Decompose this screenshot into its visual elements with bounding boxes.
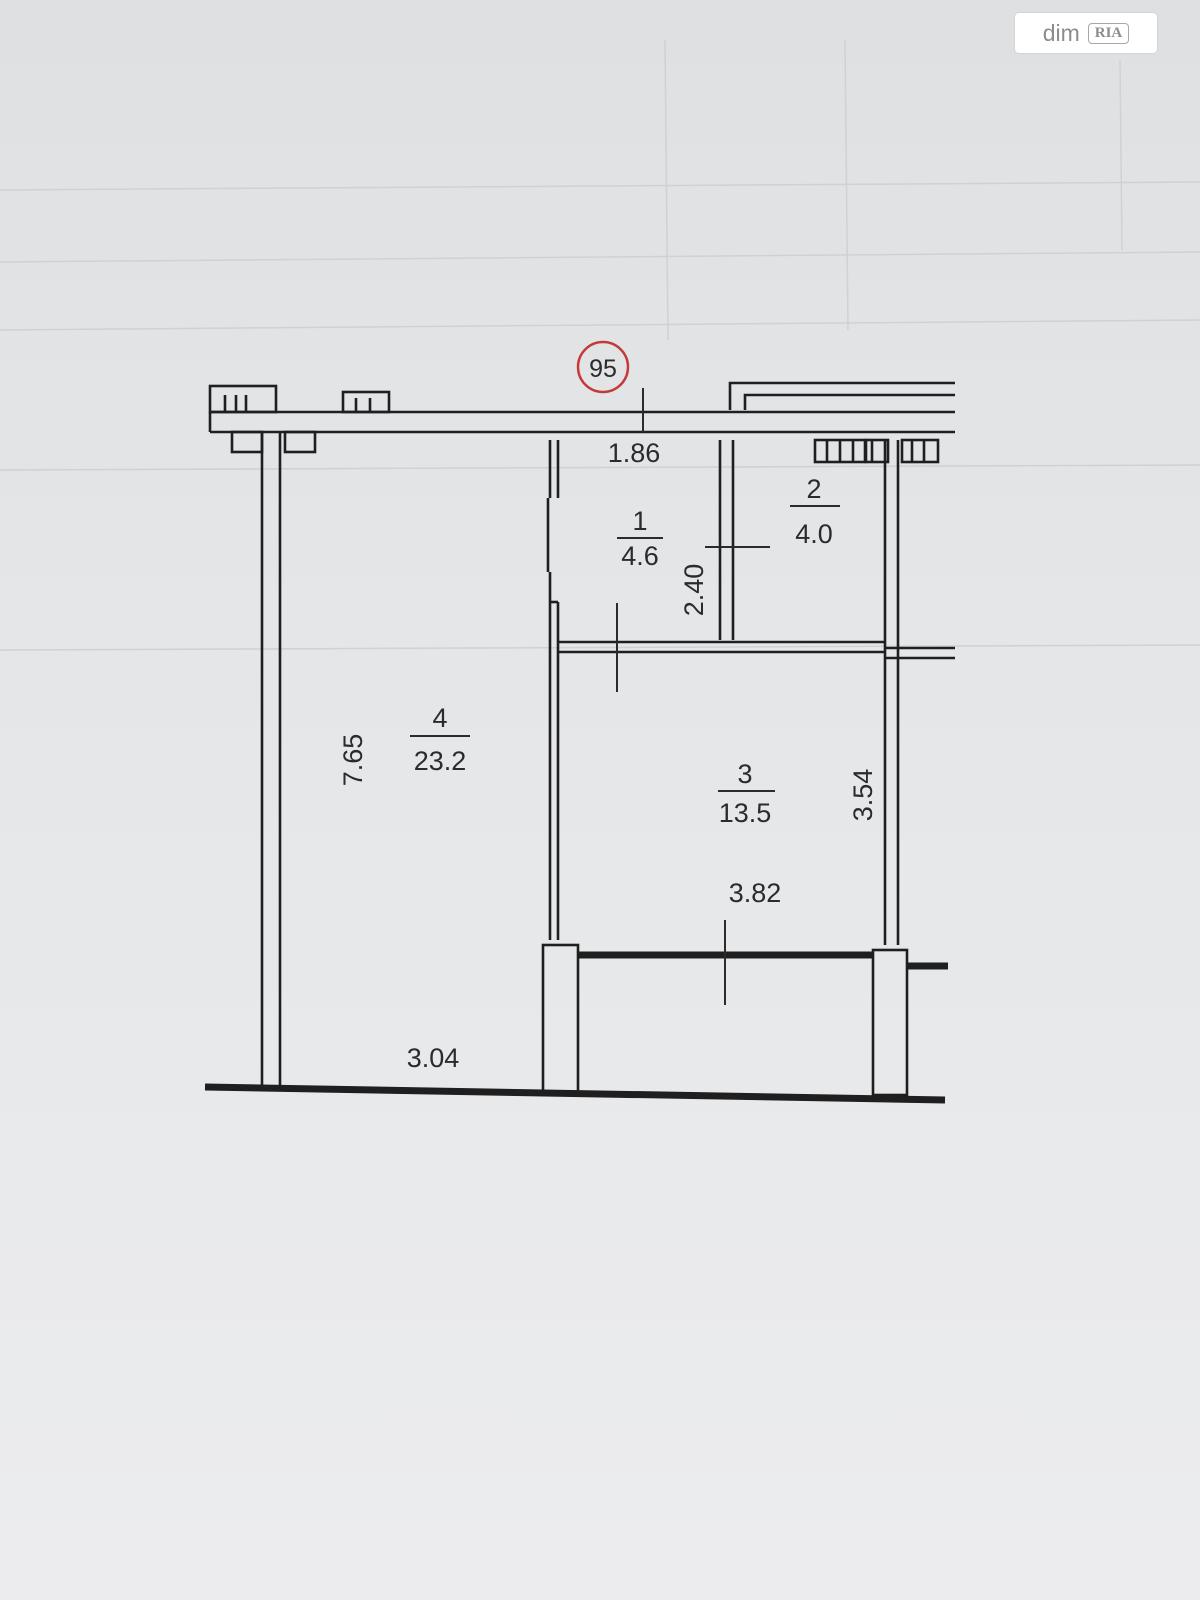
room-number: 1 (632, 506, 647, 536)
dimension-ticks (616, 388, 770, 1005)
dimension-label: 7.65 (338, 734, 368, 787)
dim-ria-watermark: dim RIA (1015, 13, 1157, 53)
room-4-label: 4 23.2 (410, 703, 470, 776)
room-2-label: 2 4.0 (790, 474, 840, 549)
watermark-badge: RIA (1087, 22, 1130, 44)
sheet-grid-lines (0, 39, 1200, 651)
room-area: 4.0 (795, 519, 833, 549)
dimension-label: 2.40 (679, 564, 709, 617)
walls (204, 381, 955, 1104)
room-area: 23.2 (414, 746, 467, 776)
dimension-label: 1.86 (608, 438, 661, 468)
apartment-number-badge: 95 (576, 340, 630, 394)
room-1-label: 1 4.6 (617, 506, 663, 571)
room-number: 3 (737, 759, 752, 789)
dimension-label: 3.04 (407, 1043, 460, 1073)
apartment-number: 95 (589, 355, 617, 383)
dimension-label: 3.54 (848, 769, 878, 822)
room-number: 4 (432, 703, 447, 733)
room-number: 2 (806, 474, 821, 504)
dimension-label: 3.82 (729, 878, 782, 908)
room-area: 13.5 (719, 798, 772, 828)
room-3-label: 3 13.5 (718, 759, 775, 828)
watermark-brand: dim (1042, 19, 1080, 46)
room-area: 4.6 (621, 541, 659, 571)
